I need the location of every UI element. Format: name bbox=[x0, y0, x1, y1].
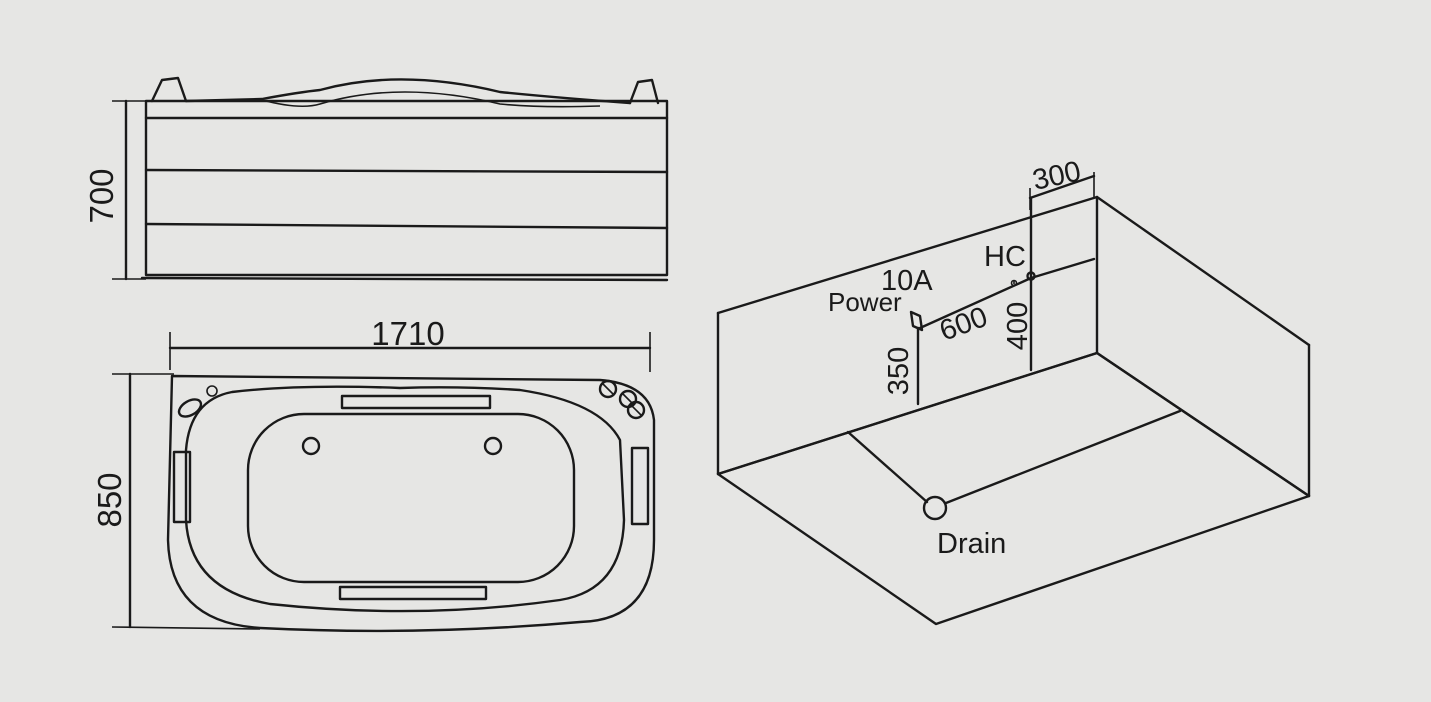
tub-basin bbox=[246, 412, 576, 584]
side-elevation-view: 700 bbox=[83, 76, 669, 282]
height-dim-label: 700 bbox=[83, 168, 120, 223]
pillow-inner bbox=[261, 91, 601, 108]
tub-inner-rim bbox=[184, 385, 626, 613]
top-handle bbox=[340, 394, 492, 410]
jet-left bbox=[301, 436, 321, 456]
small-control-icon bbox=[206, 385, 218, 397]
pillow-rim bbox=[184, 78, 632, 105]
amp-label: 10A bbox=[881, 265, 933, 297]
hc-outlet-icon bbox=[1026, 271, 1036, 281]
drain-label: Drain bbox=[937, 528, 1006, 560]
power-label: Power bbox=[828, 287, 902, 317]
length-dimension-line bbox=[168, 332, 652, 372]
installation-isometric-view: Drain 300 HC 400 600 350 10A Power bbox=[716, 155, 1311, 626]
dim-600-label: 600 bbox=[935, 301, 991, 348]
right-end-knob bbox=[628, 78, 660, 105]
dim-350-label: 350 bbox=[883, 347, 915, 395]
hc-label: HC bbox=[984, 241, 1026, 273]
dim-300-label: 300 bbox=[1030, 155, 1084, 196]
floor-back-edge bbox=[716, 351, 1311, 498]
width-dim-label: 850 bbox=[91, 472, 128, 527]
control-knobs-icon bbox=[598, 379, 646, 420]
length-dim-label: 1710 bbox=[371, 315, 444, 352]
overflow-icon bbox=[177, 398, 203, 418]
width-dimension-line bbox=[111, 372, 261, 630]
dim-400-label: 400 bbox=[1002, 302, 1034, 350]
left-handle bbox=[172, 450, 192, 524]
top-plan-view: 1710 850 bbox=[91, 315, 656, 633]
left-end-knob bbox=[150, 76, 188, 103]
bottom-handle bbox=[338, 585, 488, 601]
tub-side-body bbox=[144, 99, 669, 277]
power-socket-icon bbox=[909, 310, 924, 332]
right-handle bbox=[630, 446, 650, 526]
tub-outer-shell bbox=[166, 374, 656, 633]
height-dimension-line bbox=[112, 99, 146, 281]
dim-600-line bbox=[918, 276, 1033, 330]
jet-right bbox=[483, 436, 503, 456]
drain-icon bbox=[922, 495, 948, 521]
floor-outline bbox=[716, 351, 1311, 626]
